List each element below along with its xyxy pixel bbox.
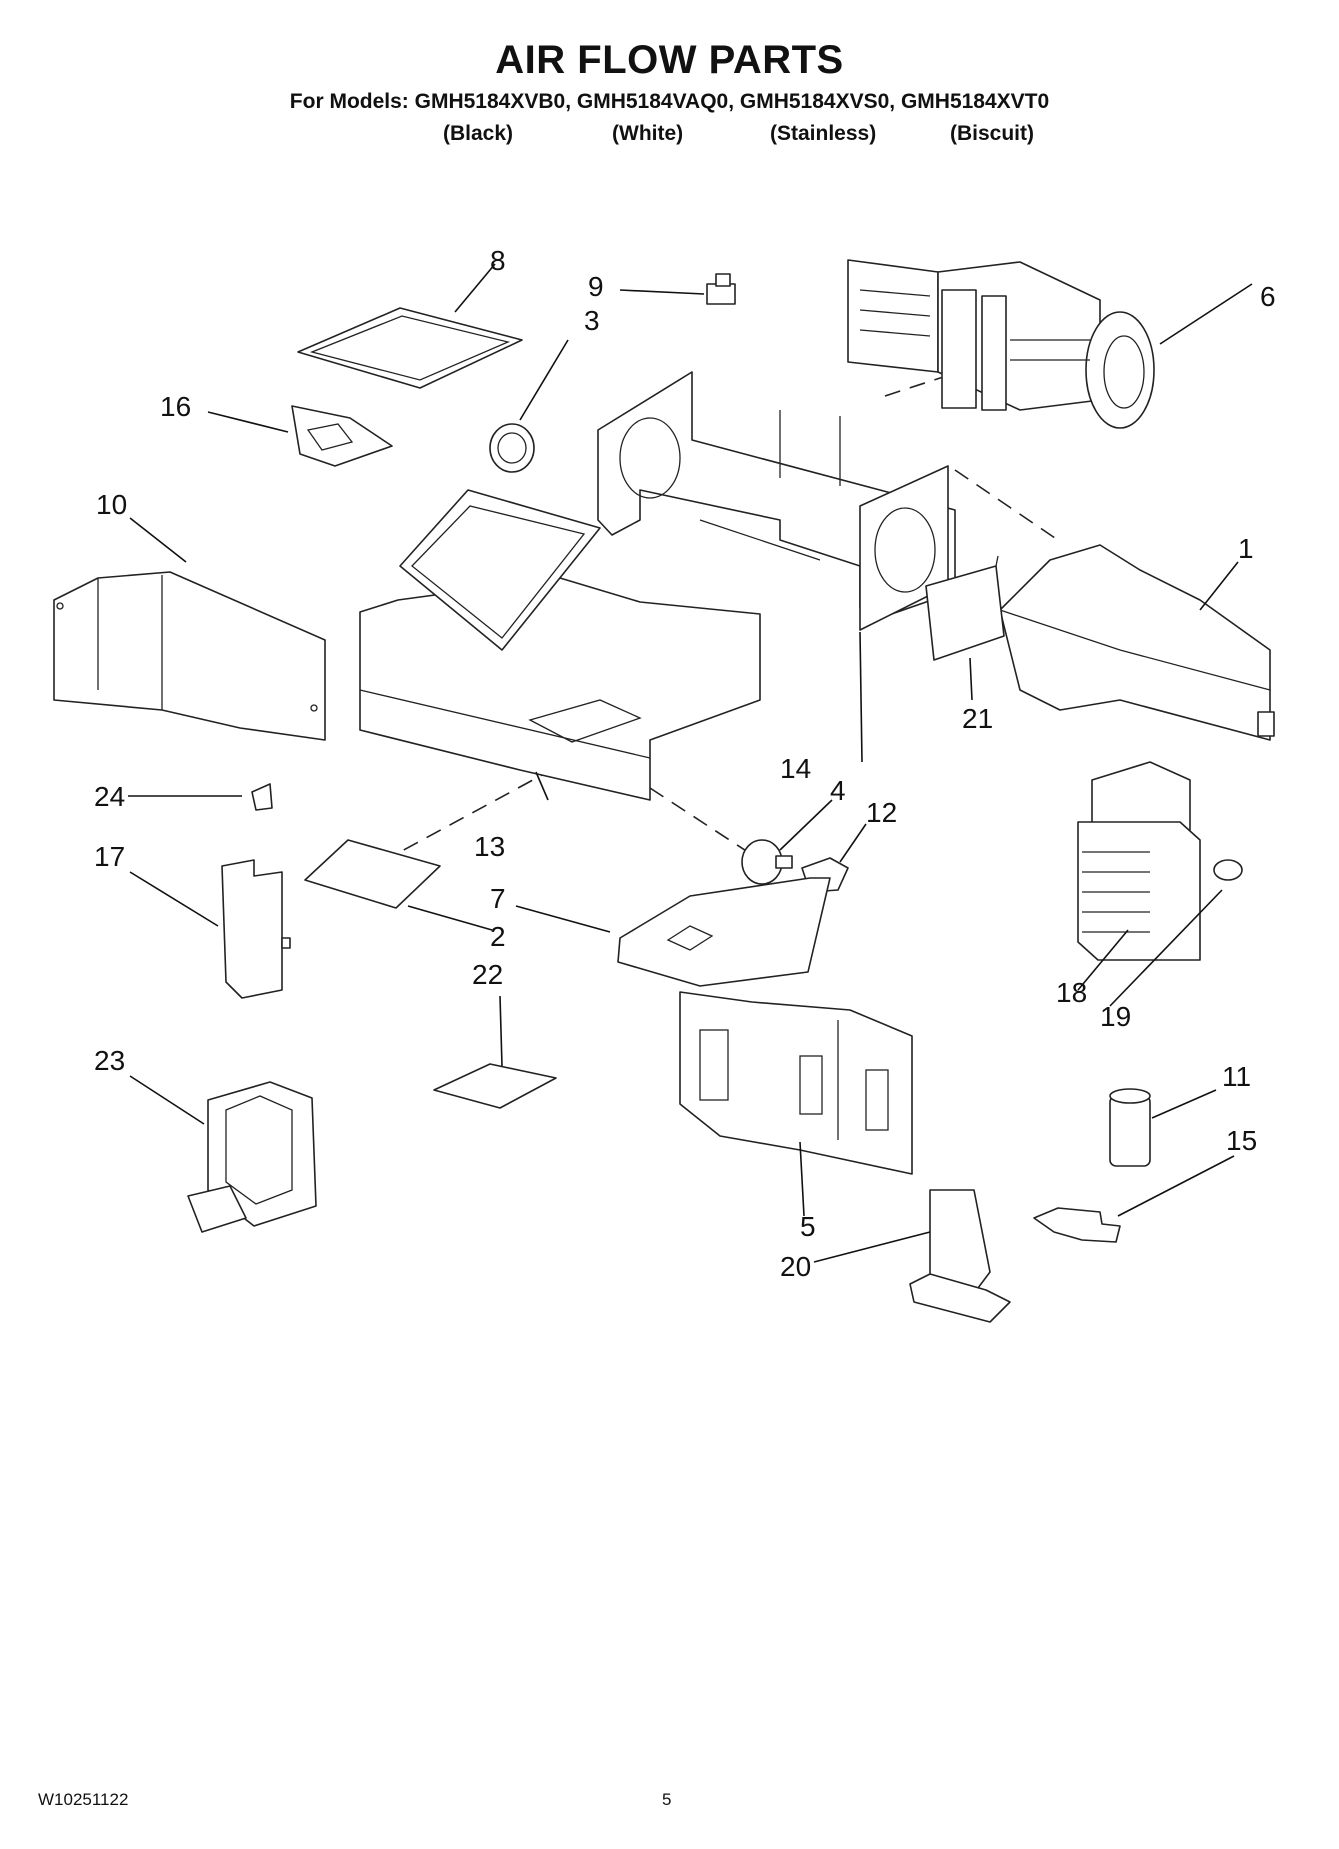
callout-22: 22	[472, 959, 503, 990]
page-title: AIR FLOW PARTS	[495, 38, 844, 82]
callout-20: 20	[780, 1251, 811, 1282]
part-10-side-panel	[53, 571, 326, 741]
document-number: W10251122	[38, 1790, 129, 1809]
part-13-chassis	[359, 489, 761, 801]
callout-3: 3	[584, 305, 600, 336]
callout-1: 1	[1238, 533, 1254, 564]
models-line: For Models: GMH5184XVB0, GMH5184VAQ0, GM…	[289, 90, 1050, 113]
part-19-sensor	[1213, 859, 1243, 881]
part-5-panel	[679, 991, 913, 1175]
callout-21: 21	[962, 703, 993, 734]
part-22-gasket	[433, 1063, 557, 1109]
callout-labels: 8 9 3 6 16 10 1 21 14 4 12 24 17 13 7 2 …	[94, 245, 1276, 1282]
variant-row: (Black) (White) (Stainless) (Biscuit)	[0, 122, 1339, 152]
part-1-duct	[999, 544, 1275, 741]
callout-24: 24	[94, 781, 125, 812]
assembly-dashed-lines	[399, 359, 1056, 861]
part-11-capacitor	[1109, 1088, 1151, 1167]
callout-6: 6	[1260, 281, 1276, 312]
part-24-clip	[251, 783, 273, 811]
callout-10: 10	[96, 489, 127, 520]
variant-biscuit: (Biscuit)	[950, 122, 1034, 145]
part-14-fan-bracket	[597, 371, 956, 631]
callout-12: 12	[866, 797, 897, 828]
callout-17: 17	[94, 841, 125, 872]
part-6-blower-fan	[847, 259, 1155, 429]
part-2-cover	[304, 839, 441, 909]
callout-18: 18	[1056, 977, 1087, 1008]
part-21-plate	[925, 555, 1005, 661]
variant-white: (White)	[612, 122, 684, 145]
callout-19: 19	[1100, 1001, 1131, 1032]
part-4-lamp	[741, 839, 793, 885]
callout-13: 13	[474, 831, 505, 862]
callout-23: 23	[94, 1045, 125, 1076]
part-3-thermostat	[489, 423, 535, 473]
variant-stainless: (Stainless)	[770, 122, 877, 145]
part-9-switch	[706, 273, 736, 305]
part-7-plate	[617, 877, 831, 987]
callout-11: 11	[1222, 1061, 1251, 1092]
part-16-label	[291, 405, 393, 467]
callout-14: 14	[780, 753, 811, 784]
leader-lines	[128, 263, 1253, 1263]
callout-2: 2	[490, 921, 506, 952]
page-number: 5	[662, 1790, 672, 1809]
callout-4: 4	[830, 775, 846, 806]
part-18-magnetron	[1077, 761, 1201, 961]
part-20-stand	[909, 1189, 1011, 1323]
callout-15: 15	[1226, 1125, 1257, 1156]
part-8-filter	[297, 307, 523, 389]
part-17-bracket	[221, 859, 291, 999]
part-23-bracket	[187, 1081, 317, 1233]
callout-5: 5	[800, 1211, 816, 1242]
callout-9: 9	[588, 271, 604, 302]
callout-16: 16	[160, 391, 191, 422]
callout-8: 8	[490, 245, 506, 276]
variant-black: (Black)	[443, 122, 514, 145]
callout-7: 7	[490, 883, 506, 914]
part-15-bracket	[1033, 1207, 1121, 1243]
